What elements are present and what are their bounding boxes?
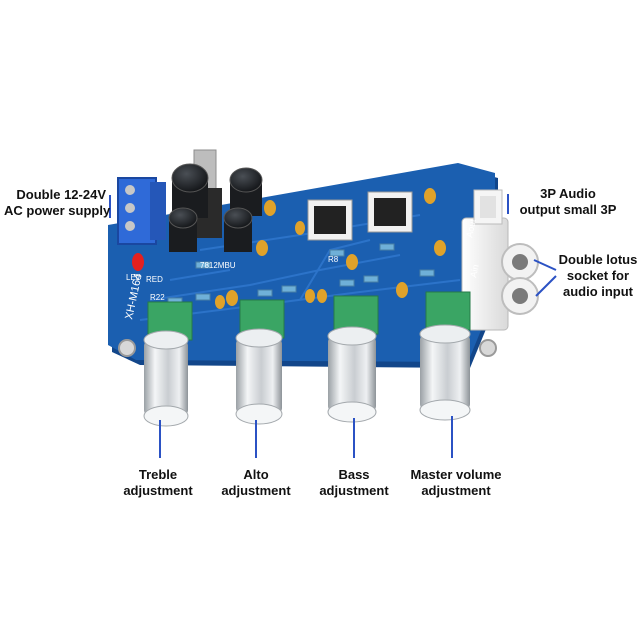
callout-input-line1: Double lotus (558, 252, 638, 267)
power-terminal-block (117, 177, 166, 245)
callout-input-line2: socket for (566, 268, 630, 283)
rca-jack-block (461, 217, 539, 331)
callout-master-volume: Master volume adjustment (410, 467, 501, 499)
callout-power-supply: Double 12-24V AC power supply (4, 187, 111, 219)
bass-knob (327, 295, 379, 423)
callout-alto: Alto adjustment (221, 467, 290, 499)
mounting-hole (118, 339, 136, 357)
silkscreen-ain: Ain (468, 264, 480, 279)
callout-treble: Treble adjustment (123, 467, 192, 499)
callout-audio-output: 3P Audio output small 3P (520, 186, 617, 218)
callout-power-line2: AC power supply (4, 203, 111, 218)
callout-master-line1: Master volume (410, 467, 502, 482)
silkscreen-aout: Aout (464, 218, 478, 239)
callout-master-line2: adjustment (421, 483, 491, 498)
callout-output-line1: 3P Audio (540, 186, 596, 201)
callout-bass: Bass adjustment (319, 467, 388, 499)
callout-power-line1: Double 12-24V (16, 187, 106, 202)
callout-output-line2: output small 3P (519, 202, 617, 217)
silkscreen-led: LED (126, 273, 142, 282)
red-led (132, 253, 144, 271)
callout-treble-line2: adjustment (123, 483, 193, 498)
electrolytic-capacitors (168, 163, 263, 252)
callout-input-line3: audio input (562, 284, 634, 299)
callout-alto-line2: adjustment (221, 483, 291, 498)
silkscreen-r22: R22 (150, 293, 165, 302)
op-amp-chips (307, 191, 413, 241)
silkscreen-regulator: 7812MBU (200, 261, 236, 270)
callout-treble-line1: Treble (138, 467, 178, 482)
silkscreen-red: RED (146, 275, 163, 284)
callout-line-input (533, 259, 557, 271)
callout-alto-line1: Alto (243, 467, 269, 482)
audio-output-connector-3p (473, 189, 503, 225)
treble-knob (143, 301, 193, 427)
resistors (167, 243, 435, 305)
callout-bass-line2: adjustment (319, 483, 389, 498)
alto-knob (235, 299, 285, 425)
mounting-hole (479, 339, 497, 357)
callout-line-input-2 (535, 275, 557, 297)
master-volume-knob (419, 291, 471, 421)
ceramic-capacitors (215, 188, 446, 309)
silkscreen-r8: R8 (328, 255, 339, 264)
callout-audio-input: Double lotus socket for audio input (559, 252, 638, 300)
callout-bass-line1: Bass (338, 467, 370, 482)
